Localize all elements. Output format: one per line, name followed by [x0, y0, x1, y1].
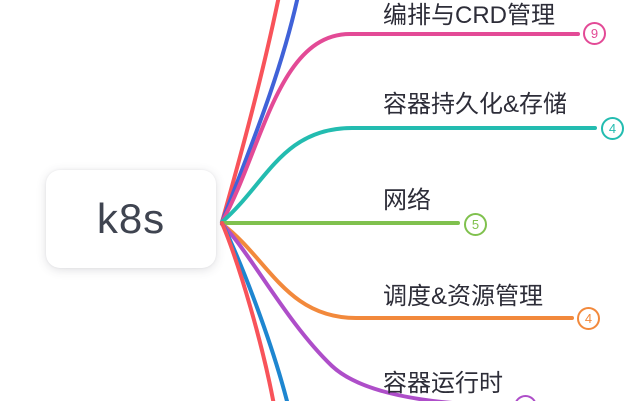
branch-line-offscreen-bottom-red — [220, 221, 276, 401]
branch-line-storage — [220, 126, 597, 224]
root-node-label: k8s — [96, 195, 166, 242]
branch-line-orchestration-crd — [220, 32, 580, 224]
topic-runtime[interactable]: 容器运行时 — [383, 370, 503, 397]
topic-network[interactable]: 网络 — [383, 187, 431, 214]
branch-line-offscreen-top-red — [220, 0, 281, 224]
topic-scheduling[interactable]: 调度&资源管理 — [383, 283, 544, 310]
badge-orchestration-crd-count[interactable]: 9 — [583, 22, 606, 45]
topic-orchestration-crd[interactable]: 编排与CRD管理 — [383, 2, 555, 29]
branch-line-offscreen-top-blue — [220, 0, 300, 224]
badge-storage-count[interactable]: 4 — [601, 117, 624, 140]
topic-storage[interactable]: 容器持久化&存储 — [383, 91, 568, 118]
branch-line-scheduling — [220, 222, 574, 320]
badge-network-count[interactable]: 5 — [464, 213, 487, 236]
branch-line-runtime — [220, 222, 453, 401]
badge-scheduling-count[interactable]: 4 — [577, 307, 600, 330]
root-node[interactable]: k8s — [46, 170, 216, 268]
